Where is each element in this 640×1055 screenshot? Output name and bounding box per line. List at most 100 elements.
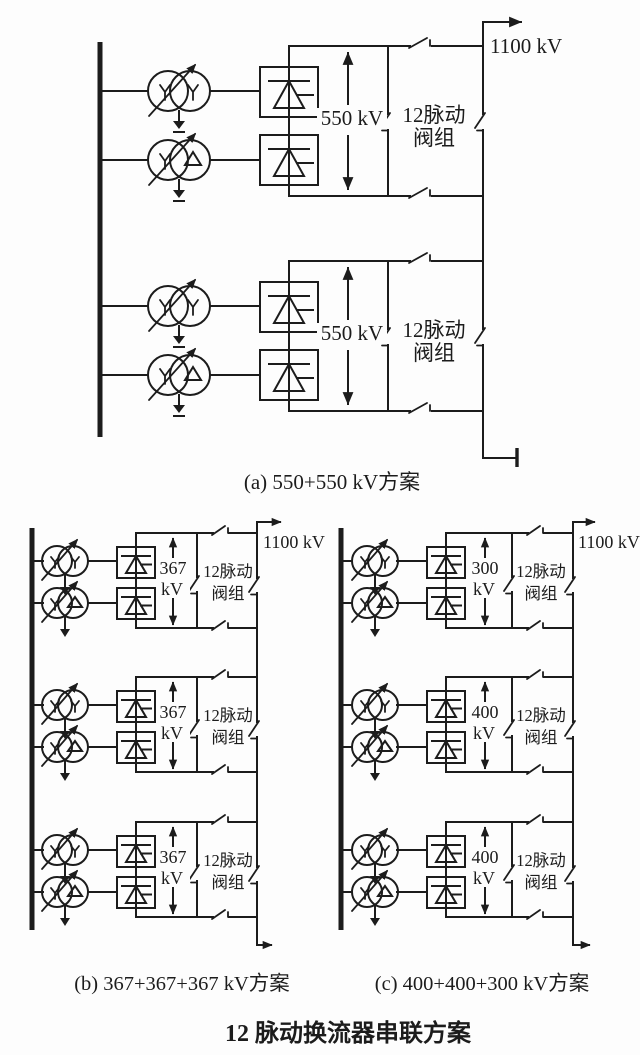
wiring [33, 821, 258, 918]
diagram-a: 550 kV 12脉动 阀组 550 kV 12脉动 阀组 1100 kV [97, 16, 562, 494]
bypass-switch-icon [503, 575, 515, 595]
wiring [33, 532, 258, 629]
bypass-switch-icon [503, 719, 515, 739]
valve-group-label: 12脉动 [516, 706, 566, 725]
bypass-switch-icon [503, 864, 515, 884]
voltage-unit: kV [473, 868, 495, 888]
diagram-b: 367 kV 12脉动 阀组 367 kV 12脉动 阀组 [29, 517, 325, 995]
caption-b: (b) 367+367+367 kV方案 [74, 972, 290, 995]
transformer-yd-icon [352, 871, 398, 926]
bypass-switch-icon [188, 864, 200, 884]
bypass-switch-icon [474, 112, 486, 132]
transformer-yy-icon [352, 829, 398, 884]
valve-group-label: 12脉动 [403, 103, 466, 127]
bypass-switch-icon [564, 720, 576, 740]
valve-group-c2: 400 kV 12脉动 阀组 [342, 669, 574, 781]
transformer-yy-icon [42, 540, 88, 595]
wiring [342, 532, 574, 629]
valve-group-label: 阀组 [525, 584, 558, 603]
transformer-yy-icon [148, 280, 210, 347]
disconnector-switch-icon [408, 187, 431, 199]
transformer-yd-icon [42, 582, 88, 637]
valve-group-a2: 550 kV 12脉动 阀组 [101, 252, 484, 416]
disconnector-switch-icon [211, 814, 229, 825]
voltage-unit: kV [473, 723, 495, 743]
wiring [342, 676, 574, 773]
dc-voltage-label: 1100 kV [490, 34, 562, 58]
valve-group-label: 阀组 [413, 341, 455, 365]
bypass-switch-icon [474, 327, 486, 347]
bypass-switch-icon [564, 576, 576, 596]
valve-group-label: 12脉动 [203, 562, 253, 581]
valve-group-label: 12脉动 [516, 851, 566, 870]
transformer-yy-icon [352, 684, 398, 739]
caption-c: (c) 400+400+300 kV方案 [375, 972, 589, 995]
disconnector-switch-icon [211, 620, 229, 631]
valve-group-c3: 400 kV 12脉动 阀组 [342, 814, 574, 926]
bypass-switch-icon [188, 719, 200, 739]
bypass-switch-icon [564, 865, 576, 885]
disconnector-switch-icon [526, 909, 544, 920]
voltage-unit: kV [161, 723, 183, 743]
valve-group-b1: 367 kV 12脉动 阀组 [33, 525, 258, 637]
valve-group-label: 阀组 [525, 728, 558, 747]
valve-group-label: 阀组 [525, 873, 558, 892]
transformer-yy-icon [42, 829, 88, 884]
voltage-unit: kV [473, 579, 495, 599]
valve-group-label: 12脉动 [516, 562, 566, 581]
disconnector-switch-icon [526, 669, 544, 680]
figure-title: 12 脉动换流器串联方案 [225, 1019, 472, 1047]
diagram-c: 300 kV 12脉动 阀组 400 kV 12脉动 阀组 [338, 517, 640, 995]
valve-group-b2: 367 kV 12脉动 阀组 [33, 669, 258, 781]
valve-group-label: 12脉动 [203, 706, 253, 725]
caption-a: (a) 550+550 kV方案 [244, 470, 420, 494]
valve-group-label: 阀组 [413, 126, 455, 150]
voltage-unit: kV [161, 868, 183, 888]
valve-group-a1: 550 kV 12脉动 阀组 [101, 37, 484, 201]
transformer-yd-icon [352, 582, 398, 637]
disconnector-switch-icon [526, 620, 544, 631]
disconnector-switch-icon [408, 252, 431, 264]
voltage-label: 550 kV [321, 321, 383, 345]
voltage-label: 550 kV [321, 106, 383, 130]
transformer-yy-icon [148, 65, 210, 132]
transformer-yd-icon [352, 726, 398, 781]
disconnector-switch-icon [408, 402, 431, 414]
disconnector-switch-icon [211, 525, 229, 536]
voltage-label: 400 [472, 702, 499, 722]
valve-group-b3: 367 kV 12脉动 阀组 [33, 814, 258, 926]
voltage-label: 367 [160, 847, 187, 867]
disconnector-switch-icon [211, 764, 229, 775]
dc-voltage-label: 1100 kV [263, 532, 325, 552]
voltage-label: 367 [160, 558, 187, 578]
bypass-switch-icon [188, 575, 200, 595]
disconnector-switch-icon [526, 525, 544, 536]
disconnector-switch-icon [526, 764, 544, 775]
disconnector-switch-icon [526, 814, 544, 825]
wiring [33, 676, 258, 773]
voltage-label: 300 [472, 558, 499, 578]
transformer-yd-icon [42, 726, 88, 781]
valve-group-c1: 300 kV 12脉动 阀组 [342, 525, 574, 637]
valve-group-label: 12脉动 [403, 318, 466, 342]
disconnector-switch-icon [408, 37, 431, 49]
disconnector-switch-icon [211, 909, 229, 920]
valve-group-label: 12脉动 [203, 851, 253, 870]
disconnector-switch-icon [211, 669, 229, 680]
transformer-yd-icon [148, 349, 210, 416]
voltage-unit: kV [161, 579, 183, 599]
transformer-yd-icon [148, 134, 210, 201]
wiring [101, 260, 484, 412]
voltage-label: 400 [472, 847, 499, 867]
transformer-yy-icon [42, 684, 88, 739]
transformer-yd-icon [42, 871, 88, 926]
wiring [342, 821, 574, 918]
wiring [101, 45, 484, 197]
voltage-label: 367 [160, 702, 187, 722]
valve-group-label: 阀组 [212, 873, 245, 892]
valve-group-label: 阀组 [212, 584, 245, 603]
valve-group-label: 阀组 [212, 728, 245, 747]
transformer-yy-icon [352, 540, 398, 595]
